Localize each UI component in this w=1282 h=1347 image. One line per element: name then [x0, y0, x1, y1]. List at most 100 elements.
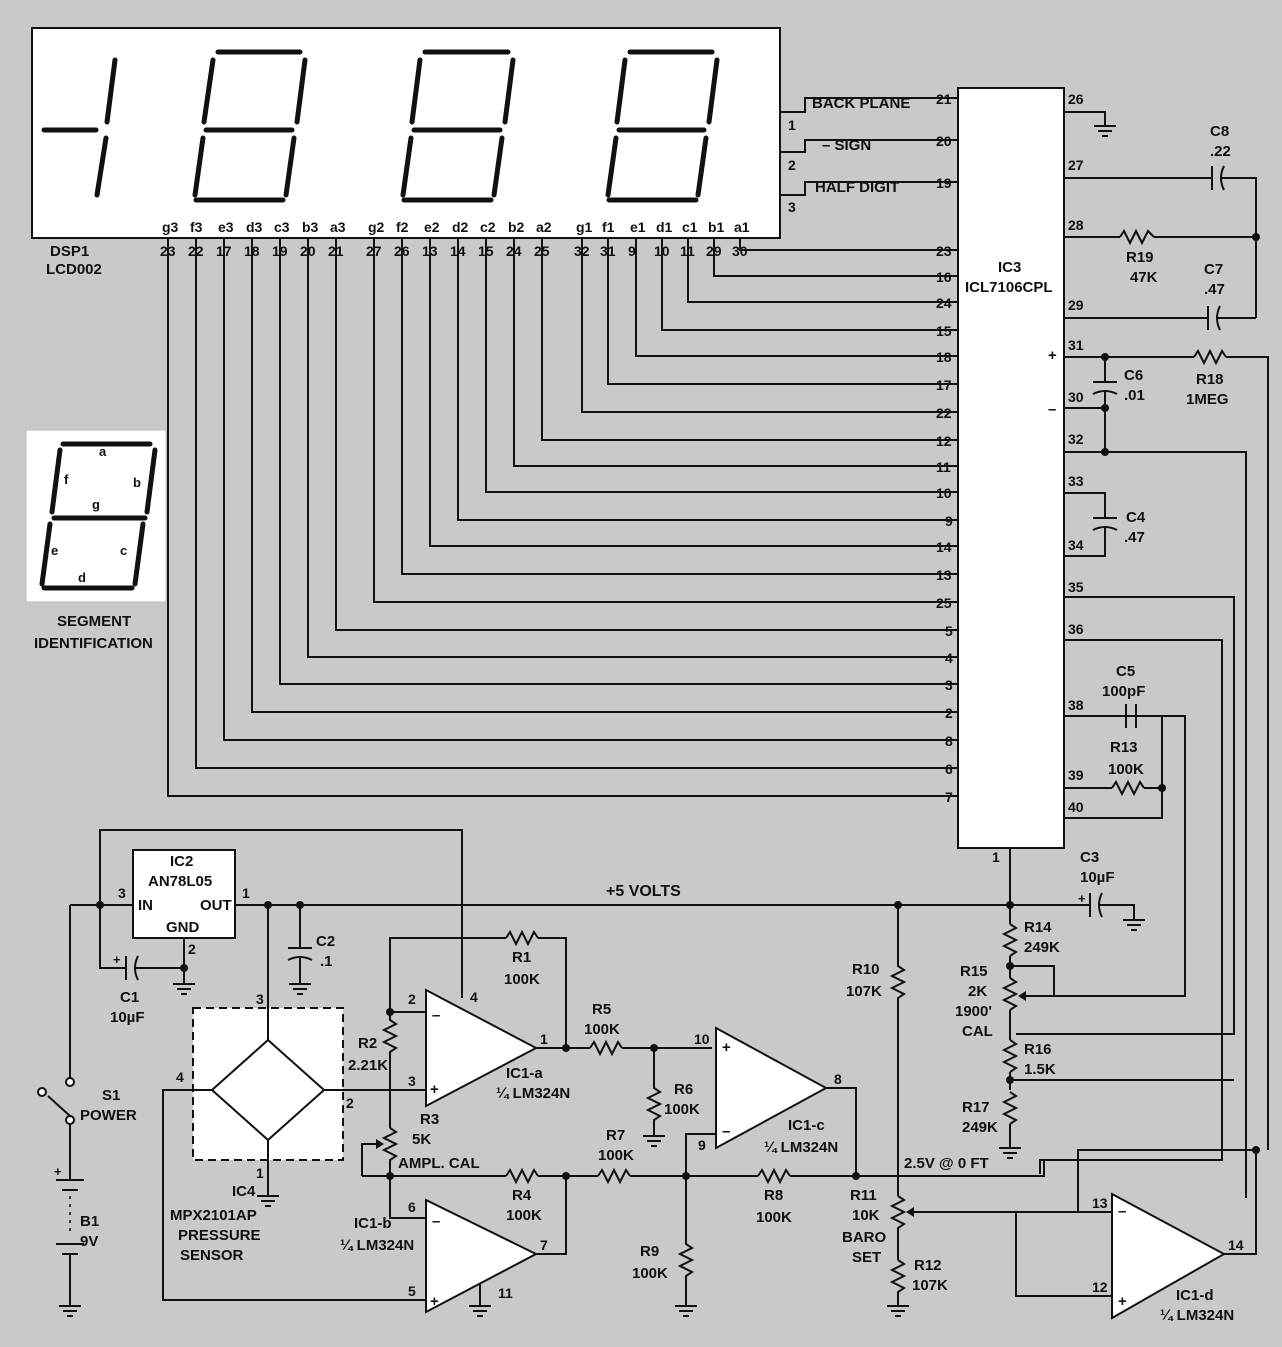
- ic3-right-pin: 30: [1068, 389, 1084, 405]
- power-rail-right: +5 VOLTS C3 10µF + R14 249K R15 2K 1900'…: [268, 848, 1234, 1159]
- display-seg-label: b1: [708, 219, 725, 235]
- r12-value: 107K: [912, 1277, 948, 1294]
- r4-value: 100K: [506, 1207, 542, 1224]
- ic3-right-pin: 26: [1068, 91, 1084, 107]
- ic1d-minus: –: [1118, 1203, 1126, 1220]
- ic1b-plus: +: [430, 1293, 439, 1310]
- c3-value: 10µF: [1080, 869, 1115, 886]
- r8-ref: R8: [764, 1187, 783, 1204]
- c6-ref: C6: [1124, 367, 1143, 384]
- segment-wire: [251, 238, 958, 713]
- r16-value: 1.5K: [1024, 1061, 1056, 1078]
- r3-ref: R3: [420, 1111, 439, 1128]
- r15-cal: CAL: [962, 1023, 993, 1040]
- ic1a-minus: –: [432, 1007, 440, 1024]
- ic4-ref: IC4: [232, 1183, 256, 1200]
- r6-value: 100K: [664, 1101, 700, 1118]
- segment-wire: [607, 238, 958, 385]
- r16-ref: R16: [1024, 1041, 1052, 1058]
- ic3-pin-1: 1: [992, 849, 1000, 865]
- display-seg-label: c3: [274, 219, 290, 235]
- b1-plus: +: [54, 1164, 62, 1179]
- ic3-right-pin: 35: [1068, 579, 1084, 595]
- display-seg-label: d3: [246, 219, 263, 235]
- segment-identification: a b c d e f g SEGMENT IDENTIFICATION: [25, 429, 167, 652]
- r4-ref: R4: [512, 1187, 532, 1204]
- ic1c-minus: –: [722, 1123, 730, 1140]
- ic3-ref: IC3: [998, 259, 1021, 276]
- ic1c-pin-inv: 9: [698, 1137, 706, 1153]
- ic3-right-circuit: C8 .22 R19 47K C7 .47 R18 1MEG C6 .01: [1016, 111, 1269, 1198]
- segment-caption-2: IDENTIFICATION: [34, 635, 153, 652]
- r18-ref: R18: [1196, 371, 1224, 388]
- ic1a-pin-vcc: 4: [470, 989, 478, 1005]
- segment-wire: [223, 238, 958, 741]
- r11-label-2: SET: [852, 1249, 881, 1266]
- ic4-pin-right: 2: [346, 1095, 354, 1111]
- ic1d-pin-inv: 13: [1092, 1195, 1108, 1211]
- segment-wire: [401, 238, 958, 575]
- ic3-right-pin: 39: [1068, 767, 1084, 783]
- r13-value: 100K: [1108, 761, 1144, 778]
- ic3-left-pin: 19: [936, 175, 952, 191]
- ic4-desc-2: SENSOR: [180, 1247, 244, 1264]
- r17-value: 249K: [962, 1119, 998, 1136]
- seg-letter-b: b: [133, 475, 141, 490]
- s1-ref: S1: [102, 1087, 120, 1104]
- r17-ref: R17: [962, 1099, 990, 1116]
- ic3-part: ICL7106CPL: [965, 279, 1053, 296]
- signal-half-digit: HALF DIGIT: [815, 179, 899, 196]
- ic3-left-pin: 20: [936, 133, 952, 149]
- display-pin-2: 2: [788, 157, 796, 173]
- display-seg-label: b2: [508, 219, 525, 235]
- r3-label: AMPL. CAL: [398, 1155, 480, 1172]
- segment-wire: [739, 238, 958, 251]
- c1-value: 10µF: [110, 1009, 145, 1026]
- display-part: LCD002: [46, 261, 102, 278]
- c6-value: .01: [1124, 387, 1145, 404]
- display-pin-1: 1: [788, 117, 796, 133]
- ic1d-plus: +: [1118, 1293, 1127, 1310]
- ic4-pin-top: 3: [256, 991, 264, 1007]
- ic3-minus: –: [1048, 401, 1056, 418]
- display-seg-label: a3: [330, 219, 346, 235]
- segment-wire: [513, 238, 958, 467]
- ic3-right-pin: 34: [1068, 537, 1084, 553]
- segment-caption-1: SEGMENT: [57, 613, 131, 630]
- segment-wire: [279, 238, 958, 685]
- r19-ref: R19: [1126, 249, 1154, 266]
- r18-value: 1MEG: [1186, 391, 1229, 408]
- c5-ref: C5: [1116, 663, 1135, 680]
- segment-wire: [661, 238, 958, 331]
- ic1a-pin-out: 1: [540, 1031, 548, 1047]
- c1-ref: C1: [120, 989, 139, 1006]
- ic3-right-pin: 32: [1068, 431, 1084, 447]
- display-seg-label: g2: [368, 219, 385, 235]
- ic1b-minus: –: [432, 1213, 440, 1230]
- ic1c-part: ¼ LM324N: [764, 1139, 838, 1156]
- c3-plus: +: [1078, 891, 1086, 906]
- ic1b-ref: IC1-b: [354, 1215, 392, 1232]
- segment-wire: [581, 238, 958, 413]
- signal-back-plane: BACK PLANE: [812, 95, 910, 112]
- r11-value: 10K: [852, 1207, 880, 1224]
- ic1c-ref: IC1-c: [788, 1117, 825, 1134]
- r10-ref: R10: [852, 961, 880, 978]
- c4-ref: C4: [1126, 509, 1146, 526]
- s1-label: POWER: [80, 1107, 137, 1124]
- r11-label-1: BARO: [842, 1229, 886, 1246]
- segment-wire: [687, 238, 958, 303]
- c4-value: .47: [1124, 529, 1145, 546]
- c1-plus: +: [113, 952, 121, 967]
- seg-letter-d: d: [78, 570, 86, 585]
- ic1d-pin-non: 12: [1092, 1279, 1108, 1295]
- ic1a-pin-inv: 2: [408, 991, 416, 1007]
- digit-eight-2: [192, 49, 308, 203]
- ic3-right-pin: 29: [1068, 297, 1084, 313]
- ic2-gnd: GND: [166, 919, 200, 936]
- r5-ref: R5: [592, 1001, 611, 1018]
